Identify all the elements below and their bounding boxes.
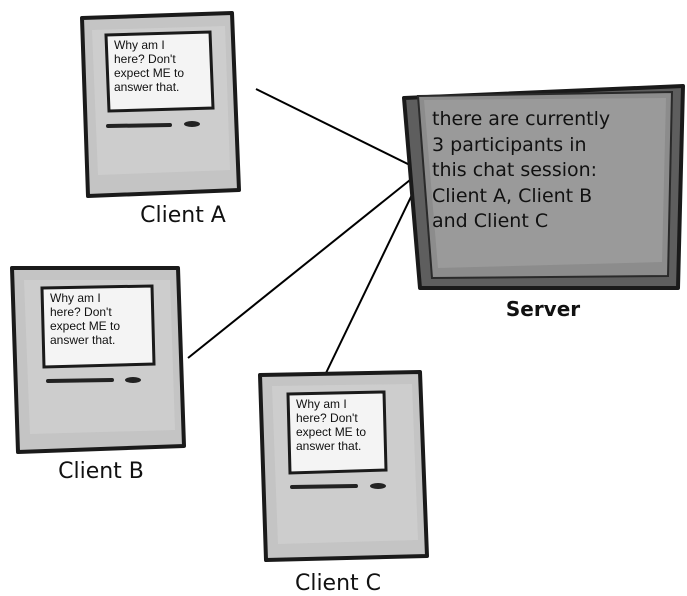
client-a-computer bbox=[80, 11, 241, 198]
client-c-label: Client C bbox=[294, 571, 382, 596]
connector-client-c bbox=[325, 173, 423, 374]
connector-client-b bbox=[187, 171, 421, 359]
client-b-screen-text: Why am I here? Don't expect ME to answer… bbox=[50, 291, 121, 347]
connections bbox=[187, 88, 423, 374]
client-a-label: Client A bbox=[140, 203, 226, 228]
client-b-label: Client B bbox=[58, 459, 144, 484]
client-c-computer bbox=[258, 370, 429, 562]
client-c-screen-text: Why am I here? Don't expect ME to answer… bbox=[296, 397, 367, 453]
server-screen-text: there are currently 3 participants in th… bbox=[432, 108, 611, 232]
server-box bbox=[402, 84, 685, 290]
connector-client-a bbox=[255, 88, 421, 171]
client-a-screen-text: Why am I here? Don't expect ME to answer… bbox=[114, 38, 185, 94]
client-b-computer bbox=[10, 266, 186, 454]
server-label: Server bbox=[505, 297, 581, 321]
